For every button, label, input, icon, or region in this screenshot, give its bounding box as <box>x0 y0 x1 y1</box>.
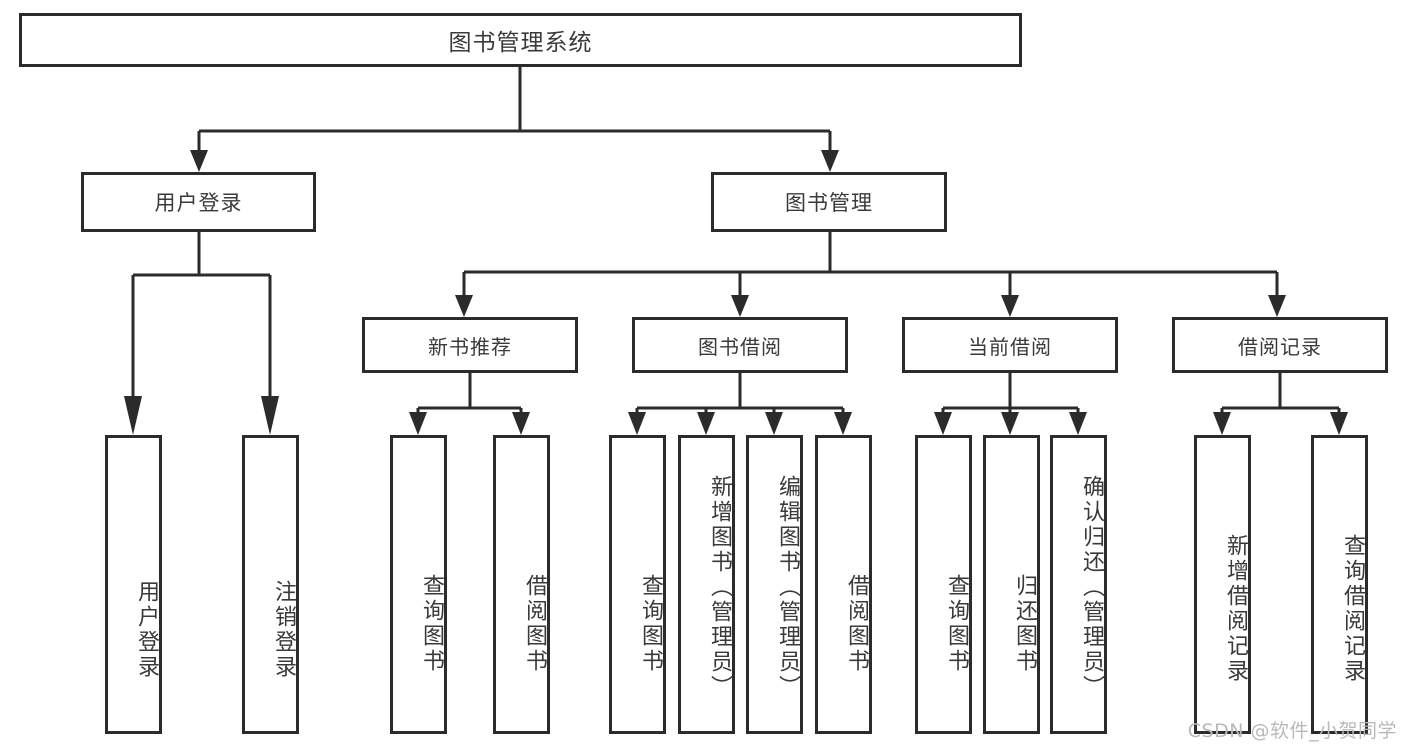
node-user-login-label: 用户登录 <box>154 191 243 215</box>
leaf-user-login-login-label: 用户登录 <box>134 579 159 680</box>
node-current-borrow[interactable]: 当前借阅 <box>902 317 1118 373</box>
node-root-system[interactable]: 图书管理系统 <box>19 13 1022 67</box>
arrowhead-currentborrow-leaf3 <box>1069 412 1087 435</box>
leaf-user-login-login[interactable]: 用户登录 <box>105 435 162 734</box>
leaf-current-borrow-confirm-return[interactable]: 确认归还（管理员） <box>1050 435 1107 734</box>
arrowhead-leaf-logout <box>261 396 279 435</box>
arrowhead-bookborrow <box>731 295 749 317</box>
leaf-current-borrow-confirm-return-label: 确认归还（管理员） <box>1079 475 1104 700</box>
leaf-book-borrow-borrow-book[interactable]: 借阅图书 <box>815 435 872 734</box>
watermark-text: CSDN @软件_小贺同学 <box>1187 720 1397 742</box>
node-root-system-label: 图书管理系统 <box>448 30 593 56</box>
arrowhead-newbook-leaf1 <box>409 412 427 435</box>
arrowhead-currentborrow <box>1001 295 1019 317</box>
leaf-book-borrow-edit-book-label: 编辑图书（管理员） <box>775 475 800 700</box>
node-book-management[interactable]: 图书管理 <box>711 172 947 232</box>
leaf-current-borrow-query-book-label: 查询图书 <box>944 573 969 674</box>
leaf-book-borrow-borrow-book-label: 借阅图书 <box>844 573 869 674</box>
node-new-book-recommend[interactable]: 新书推荐 <box>362 317 578 373</box>
leaf-user-login-logout[interactable]: 注销登录 <box>242 435 299 734</box>
node-user-login[interactable]: 用户登录 <box>81 172 316 232</box>
arrowhead-bookmgmt <box>821 150 839 172</box>
arrowhead-bookborrow-leaf2 <box>697 412 715 435</box>
arrowhead-borrowrecord <box>1268 295 1286 317</box>
arrowhead-newbook <box>455 295 473 317</box>
leaf-borrow-record-add-record[interactable]: 新增借阅记录 <box>1194 435 1251 734</box>
arrowhead-borrowrecord-leaf2 <box>1330 412 1348 435</box>
leaf-user-login-logout-label: 注销登录 <box>271 579 296 680</box>
leaf-new-book-borrow-book-label: 借阅图书 <box>522 573 547 674</box>
arrowhead-bookborrow-leaf3 <box>765 412 783 435</box>
node-book-management-label: 图书管理 <box>785 191 873 215</box>
leaf-book-borrow-add-book-label: 新增图书（管理员） <box>707 475 732 700</box>
node-borrow-record[interactable]: 借阅记录 <box>1172 317 1388 373</box>
arrowhead-bookborrow-leaf1 <box>628 412 646 435</box>
leaf-new-book-borrow-book[interactable]: 借阅图书 <box>493 435 550 734</box>
leaf-new-book-query-book-label: 查询图书 <box>419 573 444 674</box>
node-borrow-record-label: 借阅记录 <box>1238 334 1322 359</box>
leaf-book-borrow-add-book[interactable]: 新增图书（管理员） <box>678 435 735 734</box>
leaf-book-borrow-query-book-label: 查询图书 <box>638 573 663 674</box>
arrowhead-borrowrecord-leaf1 <box>1213 412 1231 435</box>
leaf-new-book-query-book[interactable]: 查询图书 <box>390 435 447 734</box>
node-book-borrow[interactable]: 图书借阅 <box>632 317 848 373</box>
arrowhead-leaf-user-login <box>124 396 142 435</box>
arrowhead-bookborrow-leaf4 <box>834 412 852 435</box>
node-new-book-recommend-label: 新书推荐 <box>428 334 512 359</box>
leaf-current-borrow-return-book[interactable]: 归还图书 <box>983 435 1040 734</box>
node-current-borrow-label: 当前借阅 <box>968 334 1052 359</box>
node-book-borrow-label: 图书借阅 <box>698 334 782 359</box>
leaf-borrow-record-query-record-label: 查询借阅记录 <box>1340 533 1365 684</box>
arrowhead-newbook-leaf2 <box>512 412 530 435</box>
leaf-borrow-record-add-record-label: 新增借阅记录 <box>1223 533 1248 684</box>
leaf-current-borrow-query-book[interactable]: 查询图书 <box>915 435 972 734</box>
leaf-current-borrow-return-book-label: 归还图书 <box>1012 573 1037 674</box>
arrowhead-currentborrow-leaf1 <box>934 412 952 435</box>
arrowhead-userlogin <box>190 150 208 172</box>
leaf-book-borrow-query-book[interactable]: 查询图书 <box>609 435 666 734</box>
leaf-book-borrow-edit-book[interactable]: 编辑图书（管理员） <box>746 435 803 734</box>
arrowhead-currentborrow-leaf2 <box>1001 412 1019 435</box>
leaf-borrow-record-query-record[interactable]: 查询借阅记录 <box>1311 435 1368 734</box>
